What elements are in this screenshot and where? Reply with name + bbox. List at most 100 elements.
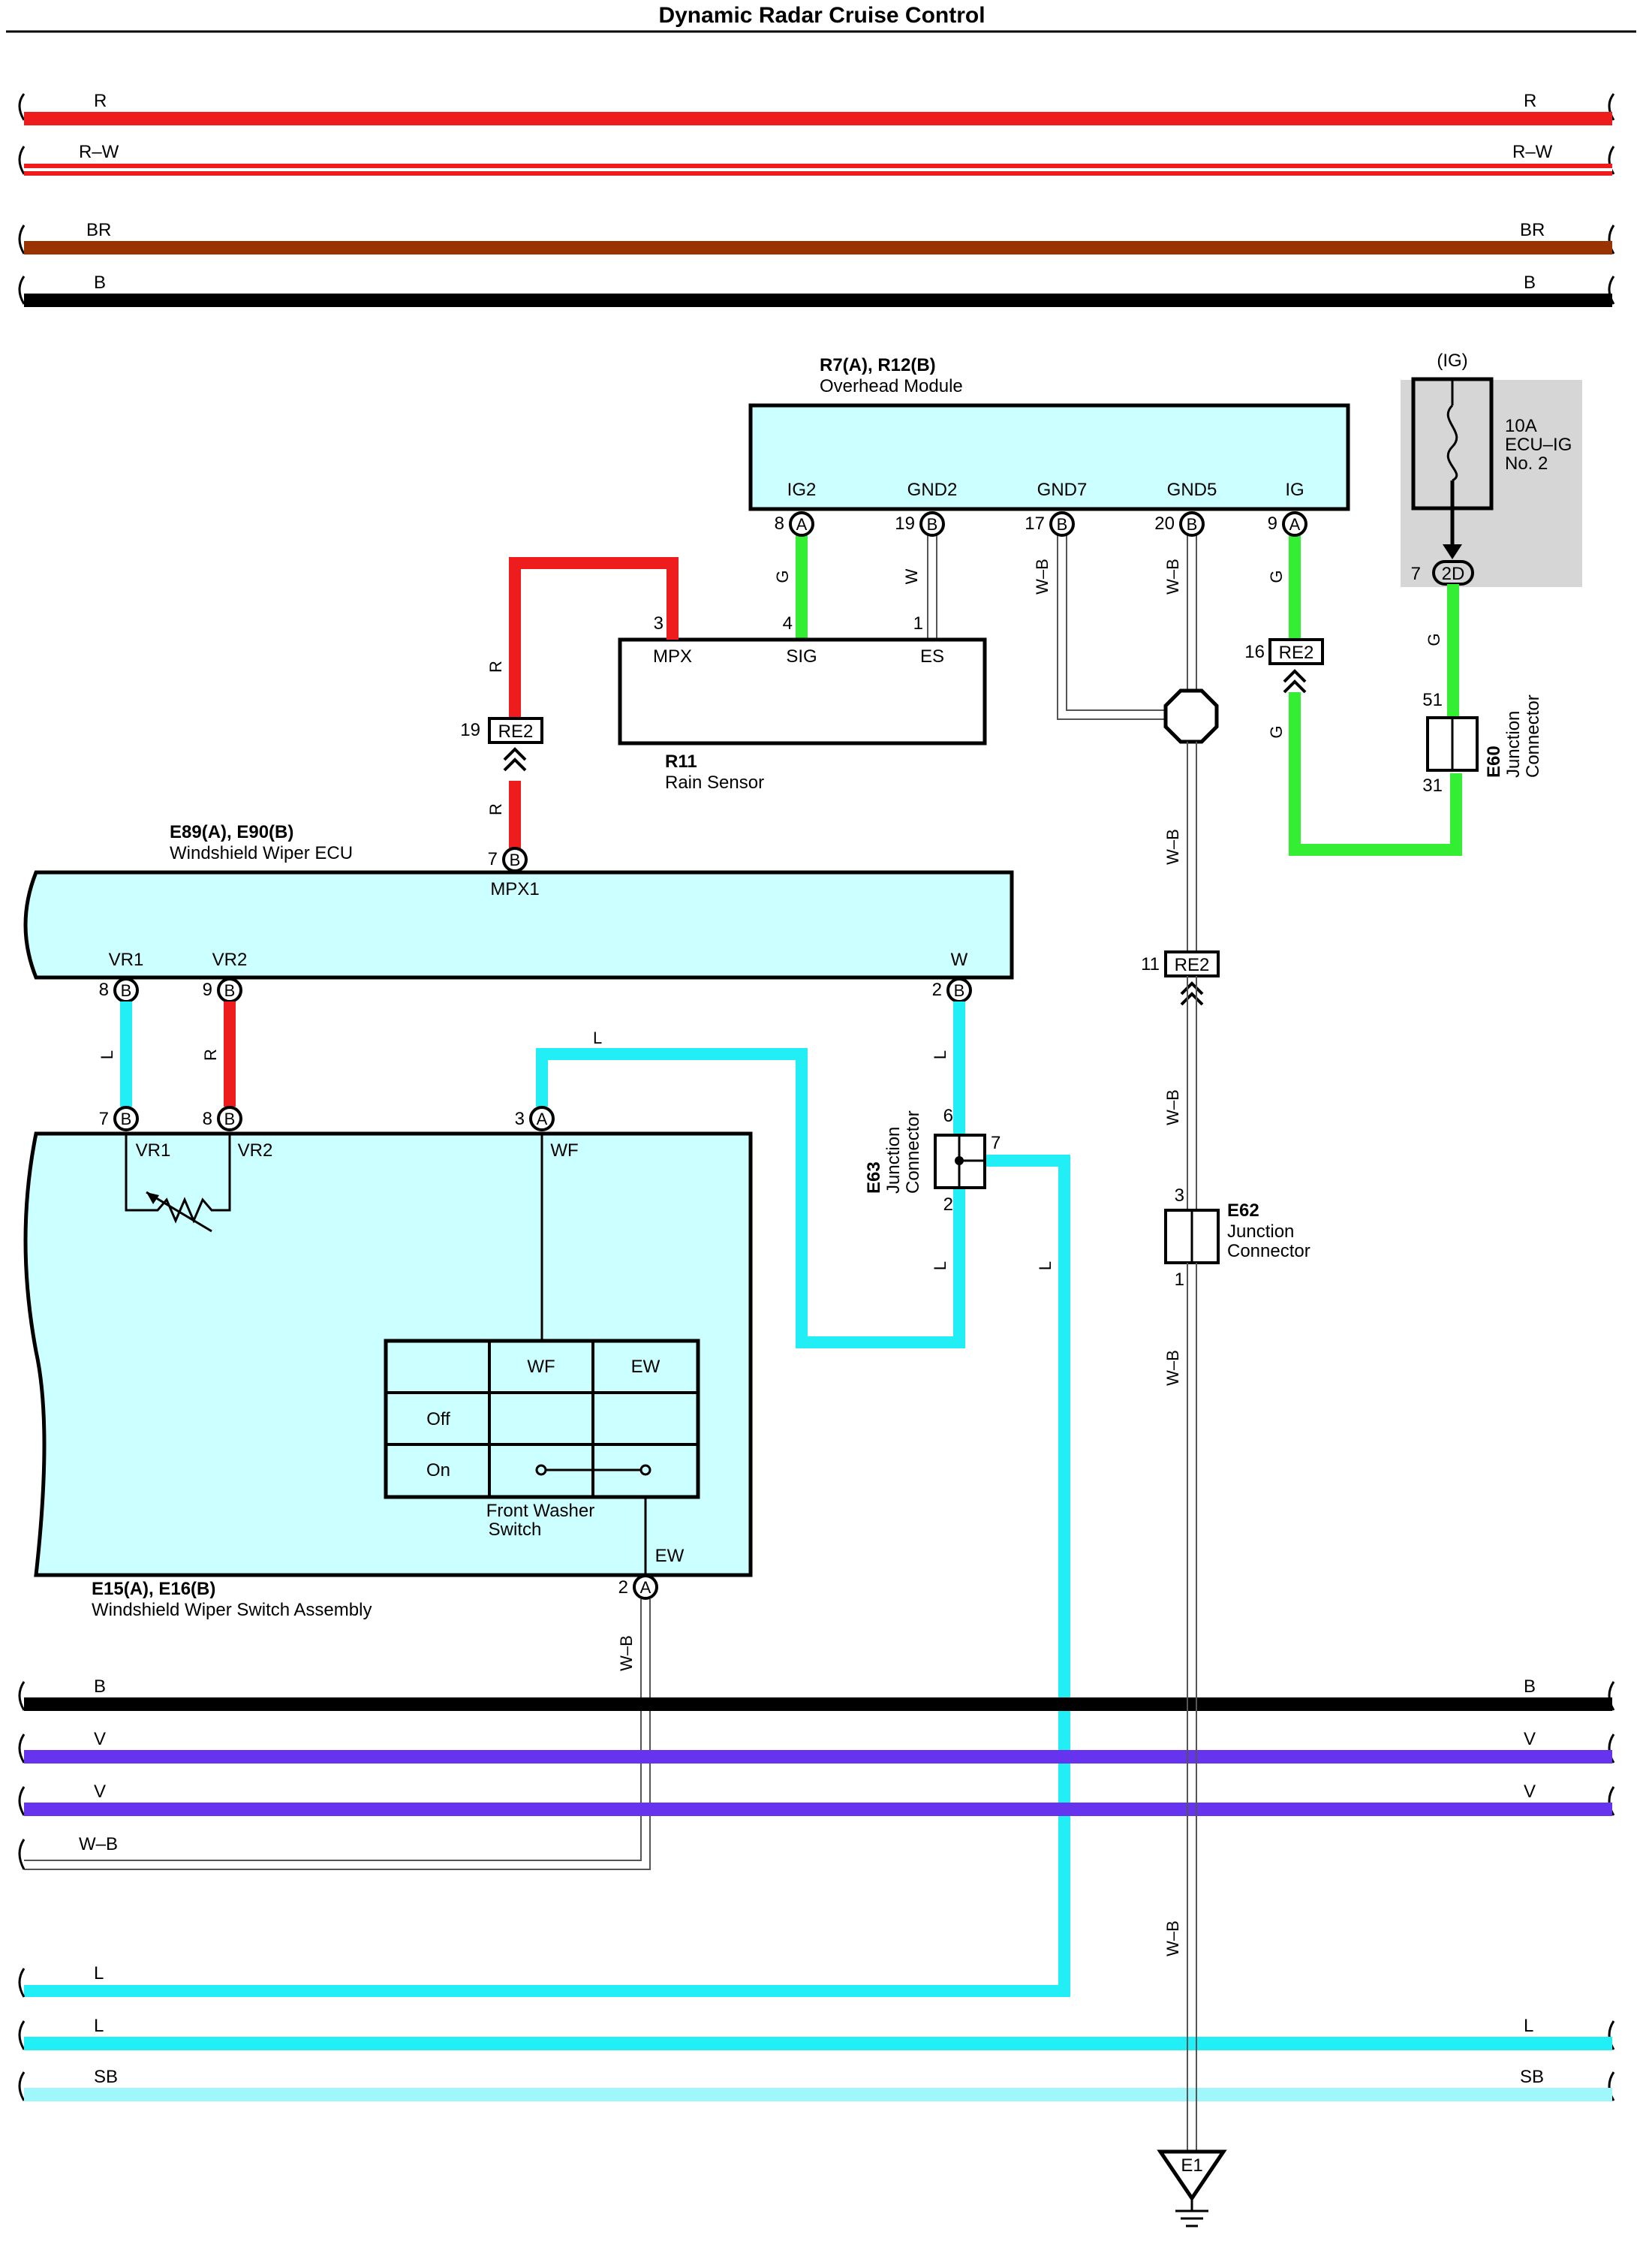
svg-text:19: 19 — [460, 720, 480, 740]
label-b-left: B — [94, 273, 106, 293]
label-b-right: B — [1524, 273, 1536, 293]
washer-row-off: Off — [426, 1409, 450, 1429]
svg-text:1: 1 — [913, 613, 923, 634]
fuse-ecu-ig-no2: (IG) 10A ECU–IG No. 2 7 2D — [1401, 351, 1582, 587]
e63-junction-connector: 6 7 2 E63 Junction Connector — [864, 1106, 1001, 1215]
svg-text:51: 51 — [1422, 690, 1443, 710]
svg-text:L: L — [931, 1261, 949, 1270]
top-bus: R R R–W R–W BR BR B B — [18, 91, 1615, 307]
svg-text:E63: E63 — [864, 1161, 884, 1194]
windshield-wiper-ecu: E89(A), E90(B) Windshield Wiper ECU MPX1… — [23, 822, 1014, 980]
ground-splice — [1163, 688, 1219, 744]
overhead-pins: 8 A 19 B 17 B 20 B 9 A — [775, 511, 1307, 537]
wire-r-mpx — [509, 557, 679, 721]
wire-label-r-upper: R — [486, 661, 505, 673]
label-rw-right: R–W — [1512, 142, 1553, 162]
svg-text:Connector: Connector — [903, 1110, 923, 1194]
svg-text:W–B: W–B — [79, 1834, 118, 1854]
ecu-pin-vr1: VR1 — [109, 950, 144, 970]
switch-pin-vr1: VR1 — [136, 1140, 171, 1161]
label-rw-left: R–W — [79, 142, 119, 162]
svg-text:R: R — [201, 1049, 220, 1061]
rain-sensor-id: R11 — [665, 752, 697, 772]
svg-text:9: 9 — [203, 980, 212, 1000]
washer-row-on: On — [426, 1460, 450, 1480]
svg-text:6: 6 — [943, 1106, 953, 1126]
ground-e1: E1 — [1157, 2149, 1227, 2227]
fuse-rating: 10A — [1505, 416, 1537, 436]
svg-text:Junction: Junction — [1503, 711, 1524, 778]
rain-sensor: MPX SIG ES 3 4 1 R11 Rain Sensor — [618, 613, 987, 793]
svg-text:SB: SB — [1520, 2067, 1544, 2087]
svg-text:17: 17 — [1025, 514, 1045, 534]
fuse-name: ECU–IG — [1505, 435, 1572, 455]
svg-text:9: 9 — [1268, 514, 1277, 534]
wire-label-g-ig: G — [1267, 570, 1286, 583]
svg-text:Junction: Junction — [1227, 1221, 1294, 1242]
svg-text:31: 31 — [1422, 776, 1443, 796]
svg-text:8: 8 — [203, 1109, 212, 1129]
switch-assy-id: E15(A), E16(B) — [92, 1579, 215, 1599]
overhead-module-name: Overhead Module — [820, 376, 963, 396]
wire-label-g-ig2: G — [773, 570, 792, 583]
svg-text:E1: E1 — [1181, 2155, 1202, 2176]
svg-text:Connector: Connector — [1523, 694, 1543, 778]
overhead-module-id: R7(A), R12(B) — [820, 355, 936, 375]
switch-pin-wf: WF — [550, 1140, 578, 1161]
svg-text:2: 2 — [943, 1194, 953, 1215]
wire-l-e63-out — [24, 1155, 1070, 1997]
svg-text:8: 8 — [775, 514, 784, 534]
wire-g-ig-lower — [1289, 692, 1462, 856]
ecu-pin-vr2: VR2 — [212, 950, 248, 970]
svg-text:B: B — [224, 1110, 236, 1128]
windshield-wiper-switch-assembly: VR1 VR2 WF EW WF EW Off On Front Washer … — [23, 1131, 753, 1584]
overhead-module: R7(A), R12(B) Overhead Module IG2 GND2 G… — [748, 355, 1350, 511]
page-title: Dynamic Radar Cruise Control — [658, 3, 985, 28]
re2-connector-right: 16 RE2 — [1244, 638, 1324, 694]
svg-text:RE2: RE2 — [1175, 955, 1210, 975]
svg-text:A: A — [640, 1578, 651, 1597]
svg-text:B: B — [1057, 515, 1068, 534]
washer-name-2: Switch — [489, 1520, 542, 1540]
svg-text:L: L — [94, 2016, 104, 2036]
switch-pins: 7 B 8 B 3 A 2 A — [99, 1106, 658, 1600]
svg-text:L: L — [931, 1050, 949, 1059]
fuse-icon — [1446, 404, 1458, 482]
e60-junction-connector: 51 31 E60 Junction Connector — [1422, 690, 1543, 796]
pin-label-ig2: IG2 — [787, 480, 817, 500]
svg-text:2: 2 — [932, 980, 942, 1000]
svg-text:3: 3 — [515, 1109, 525, 1129]
wire-label-g-fuse: G — [1425, 633, 1443, 646]
svg-text:A: A — [796, 515, 808, 534]
switch-assy-name: Windshield Wiper Switch Assembly — [92, 1600, 372, 1620]
wire-label-wb-gnd5: W–B — [1163, 559, 1182, 595]
svg-text:L: L — [1524, 2016, 1533, 2036]
svg-text:2: 2 — [618, 1577, 628, 1598]
ecu-pin-mpx1: MPX1 — [490, 879, 539, 899]
svg-text:A: A — [1289, 515, 1301, 534]
svg-text:1: 1 — [1175, 1270, 1184, 1290]
svg-text:7: 7 — [991, 1133, 1001, 1153]
svg-text:V: V — [1524, 1729, 1536, 1749]
switch-pin-vr2: VR2 — [238, 1140, 273, 1161]
re2-connector-left: 19 RE2 — [460, 717, 543, 772]
svg-text:V: V — [1524, 1782, 1536, 1802]
wire-wb-ew — [24, 1599, 642, 1861]
fuse-pin: 7 — [1411, 564, 1421, 584]
svg-text:RE2: RE2 — [498, 721, 534, 742]
ecu-pins: 7 B 8 B 9 B 2 B — [99, 847, 972, 1003]
fuse-conn: 2D — [1442, 564, 1465, 584]
svg-text:7: 7 — [488, 849, 498, 869]
svg-text:19: 19 — [895, 514, 915, 534]
svg-text:3: 3 — [654, 613, 664, 634]
svg-text:B: B — [510, 851, 521, 869]
pin-label-gnd7: GND7 — [1037, 480, 1088, 500]
svg-text:3: 3 — [1175, 1185, 1184, 1206]
fuse-no: No. 2 — [1505, 453, 1548, 474]
svg-text:B: B — [1524, 1676, 1536, 1697]
svg-text:B: B — [224, 981, 236, 1000]
svg-text:E60: E60 — [1484, 745, 1504, 778]
svg-text:E62: E62 — [1227, 1200, 1259, 1221]
svg-text:W–B: W–B — [1163, 1350, 1182, 1386]
